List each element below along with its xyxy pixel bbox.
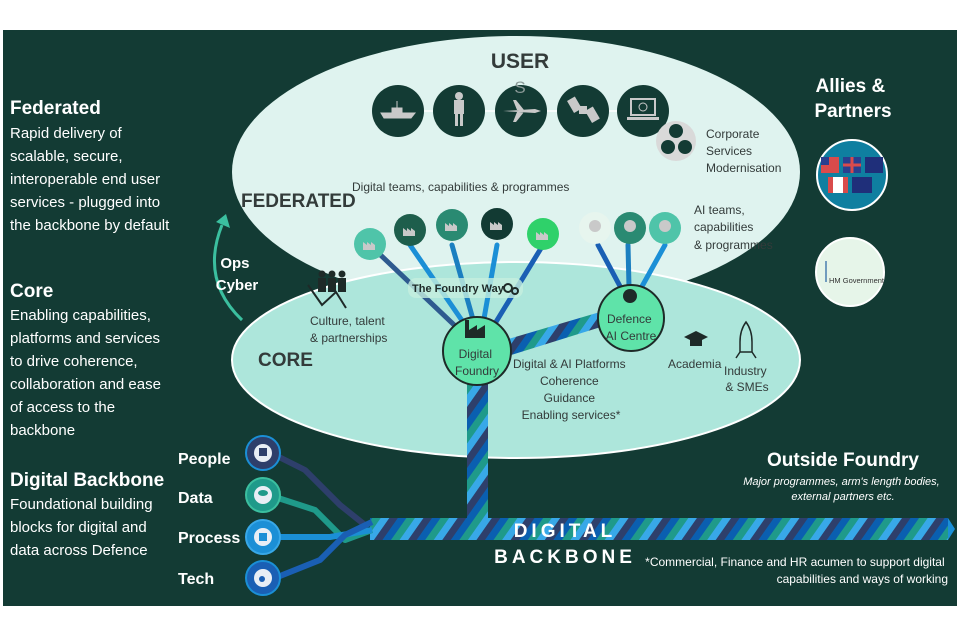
core-description: Core Enabling capabilities, platforms an… xyxy=(10,281,165,439)
federated-label: FEDERATED xyxy=(241,191,356,212)
users-label: USER xyxy=(491,50,549,73)
laptop-icon xyxy=(617,85,669,137)
ops-cyber-arrow xyxy=(212,224,244,322)
hm-government-text: HM Government xyxy=(829,276,885,285)
svg-text:People: People xyxy=(178,451,231,468)
digital-team-icon xyxy=(436,209,468,241)
footnote: *Commercial, Finance and HR acumen to su… xyxy=(645,555,948,586)
ai-team-icon xyxy=(579,212,611,244)
academia-label: Academia xyxy=(668,357,722,371)
svg-text:Enabling capabilities, p: Enabling capabilities, platforms and ser… xyxy=(10,307,165,439)
digital-team-icon xyxy=(394,214,426,246)
ai-team-icon xyxy=(649,212,681,244)
ai-team-icon xyxy=(614,212,646,244)
digital-team-icon xyxy=(481,208,513,240)
svg-text:Federated: Federated xyxy=(10,98,101,119)
ship-icon xyxy=(372,85,424,137)
corporate-services-icon xyxy=(656,121,696,161)
corporate-services-label: Corporate Services Modernisation xyxy=(706,127,781,175)
soldier-icon xyxy=(433,85,485,137)
culture-label: Culture, talent & partnerships xyxy=(310,314,388,345)
svg-text:Foundational building bl: Foundational building blocks for digital… xyxy=(10,496,157,559)
backbone-input-lines xyxy=(273,452,374,581)
svg-text:Digital Backbone: Digital Backbone xyxy=(10,470,164,491)
platforms-label: Digital & AI Platforms Coherence Guidanc… xyxy=(513,357,629,422)
process-icon xyxy=(245,519,281,555)
defence-ai-centre-node[interactable]: Defence AI Centre xyxy=(597,284,665,352)
users-label-overflow: S xyxy=(514,78,525,97)
core-label: CORE xyxy=(258,350,313,371)
foundry-way-label: The Foundry Way xyxy=(412,283,505,295)
outside-foundry-title: Outside Foundry xyxy=(767,450,919,471)
digital-teams-label: Digital teams, capabilities & programmes xyxy=(352,180,569,194)
industry-label: Industry & SMEs xyxy=(724,364,770,394)
outside-foundry-description: Major programmes, arm's length bodies, e… xyxy=(743,476,943,503)
backbone-input-labels: People Data Process Tech xyxy=(178,451,240,588)
federated-description: Federated Rapid delivery of scalable, se… xyxy=(10,98,170,234)
digital-foundry-node[interactable]: Digital Foundry xyxy=(442,316,512,386)
culture-people-icon xyxy=(307,270,347,309)
ops-cyber-label: Ops Cyber xyxy=(216,255,259,294)
factory-icon xyxy=(465,320,485,338)
allies-title: Allies & Partners xyxy=(814,76,891,122)
people-icon xyxy=(245,435,281,471)
defence-ai-label: Defence AI Centre xyxy=(606,312,657,343)
satellite-icon xyxy=(557,85,609,137)
allied-flags-icon xyxy=(816,139,888,211)
svg-text:Core: Core xyxy=(10,281,53,302)
digital-backbone-label-top: DIGITAL xyxy=(514,521,617,542)
brain-head-icon xyxy=(623,289,637,303)
svg-text:Tech: Tech xyxy=(178,571,214,588)
ai-teams-label: AI teams, capabilities & programmes xyxy=(694,203,773,252)
data-icon xyxy=(245,477,281,513)
graduation-cap-icon xyxy=(684,331,708,346)
digital-backbone-label-bottom: BACKBONE xyxy=(494,547,636,568)
svg-text:Data: Data xyxy=(178,490,213,507)
digital-foundry-label: Digital Foundry xyxy=(455,347,499,378)
digital-team-icon xyxy=(527,218,559,250)
backbone-trunk xyxy=(467,384,488,520)
backbone-bar xyxy=(370,518,948,540)
hm-government-logo: HM Government xyxy=(815,237,885,307)
rocket-icon xyxy=(735,320,757,359)
svg-text:Process: Process xyxy=(178,530,240,547)
foundry-ai-link xyxy=(505,312,604,356)
tech-icon xyxy=(245,560,281,596)
digital-team-icon xyxy=(354,228,386,260)
svg-text:Rapid delivery of scalab: Rapid delivery of scalable, secure, inte… xyxy=(10,125,170,234)
jet-icon xyxy=(495,85,547,137)
gears-icon xyxy=(503,283,519,295)
backbone-description: Digital Backbone Foundational building b… xyxy=(10,470,164,559)
